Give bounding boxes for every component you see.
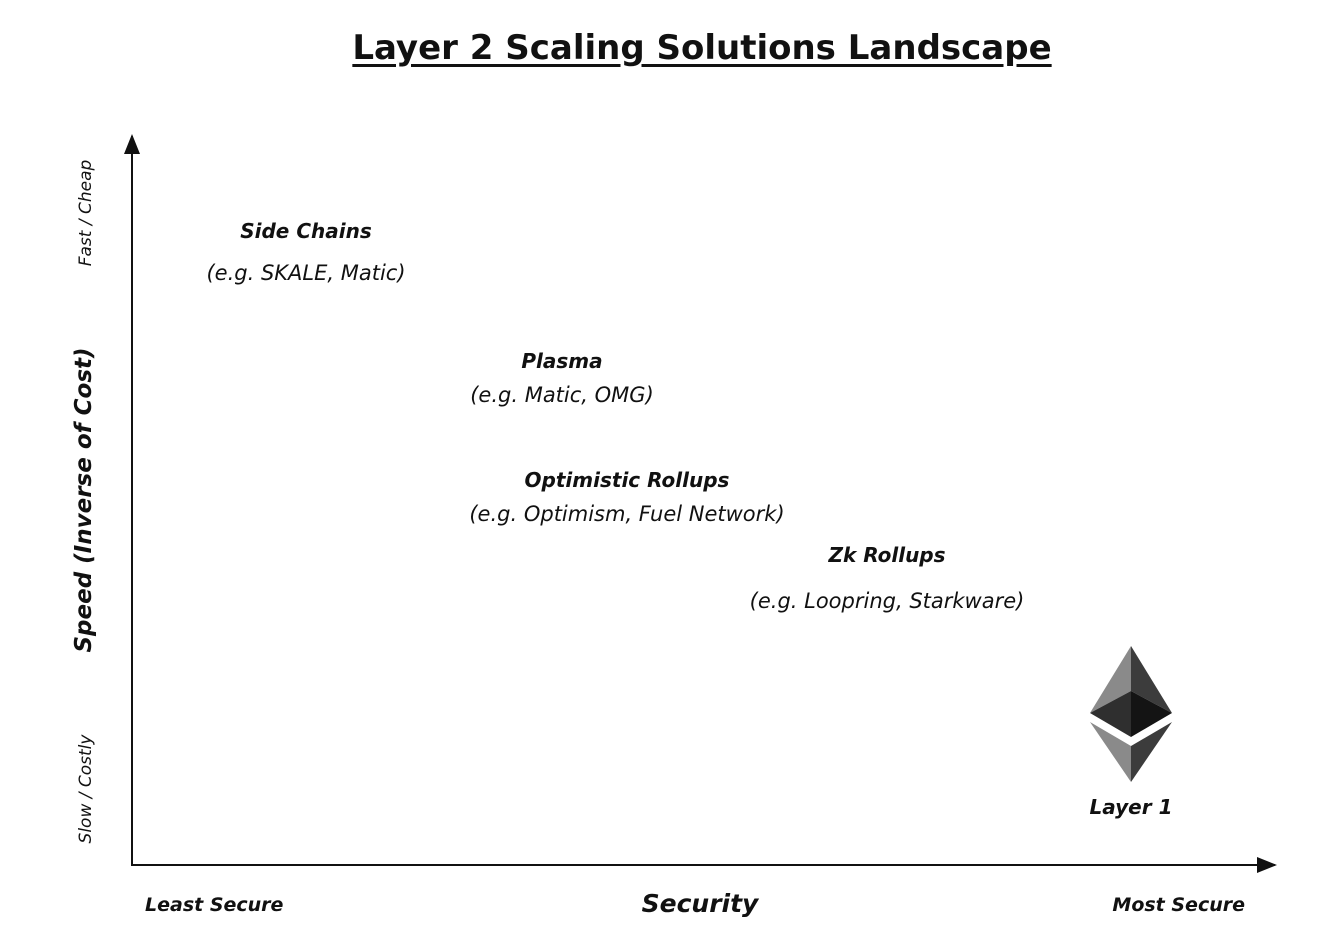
diagram-title: Layer 2 Scaling Solutions Landscape bbox=[352, 28, 1052, 68]
ethereum-logo-icon bbox=[1090, 646, 1172, 782]
y-axis-bottom-label: Slow / Costly bbox=[76, 734, 96, 844]
zk-rollups-node: Zk Rollups (e.g. Loopring, Starkware) bbox=[750, 543, 1025, 613]
plasma-name: Plasma bbox=[521, 349, 603, 373]
y-axis-top-label: Fast / Cheap bbox=[76, 159, 96, 267]
plasma-examples: (e.g. Matic, OMG) bbox=[470, 383, 654, 407]
optimistic-rollups-examples: (e.g. Optimism, Fuel Network) bbox=[469, 502, 785, 526]
optimistic-rollups-node: Optimistic Rollups (e.g. Optimism, Fuel … bbox=[469, 468, 784, 526]
x-axis-right-label: Most Secure bbox=[1112, 894, 1245, 916]
zk-rollups-name: Zk Rollups bbox=[828, 543, 946, 567]
plasma-node: Plasma (e.g. Matic, OMG) bbox=[470, 349, 654, 407]
y-axis-title: Speed (Inverse of Cost) bbox=[71, 347, 97, 653]
layer-1-label: Layer 1 bbox=[1089, 795, 1173, 819]
x-axis-title: Security bbox=[641, 889, 759, 918]
side-chains-examples: (e.g. SKALE, Matic) bbox=[206, 261, 406, 285]
x-axis-left-label: Least Secure bbox=[145, 894, 284, 916]
side-chains-node: Side Chains (e.g. SKALE, Matic) bbox=[206, 219, 405, 285]
optimistic-rollups-name: Optimistic Rollups bbox=[524, 468, 730, 492]
side-chains-name: Side Chains bbox=[240, 219, 372, 243]
zk-rollups-examples: (e.g. Loopring, Starkware) bbox=[749, 589, 1025, 613]
